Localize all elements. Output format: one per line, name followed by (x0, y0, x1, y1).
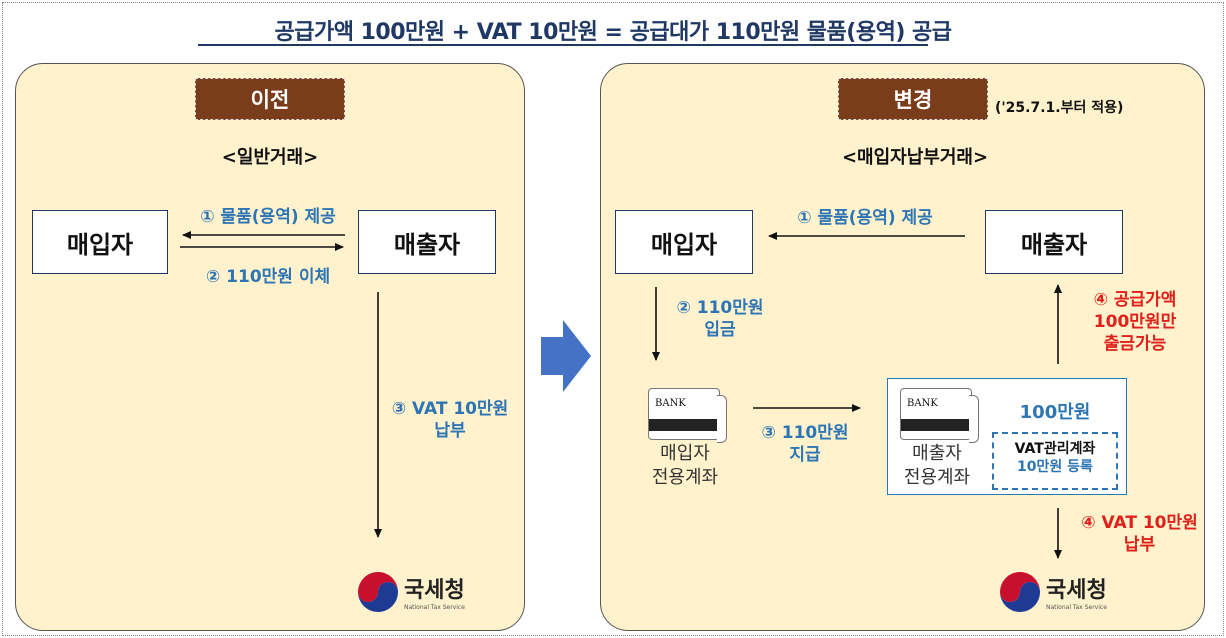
after-step4b-label: ④ VAT 10만원 납부 (1072, 512, 1207, 556)
seller-amount: 100만원 (1019, 402, 1091, 423)
before-step3-line2: 납부 (434, 421, 466, 442)
seller-account-label: 매출자 전용계좌 (882, 442, 992, 491)
before-tag: 이전 (195, 78, 345, 120)
seller-account-line1: 매출자 (912, 443, 962, 464)
nts-wordmark-before: 국세청 National Tax Service (404, 572, 504, 611)
after-step1-label: ① 물품(용역) 제공 (797, 208, 933, 228)
before-subtitle: <일반거래> (221, 147, 319, 168)
vat-management-account-box: VAT관리계좌 10만원 등록 (992, 432, 1118, 490)
before-step3-label: ③ VAT 10만원 납부 (380, 398, 520, 442)
seller-bank-card-icon: BANK (900, 388, 979, 443)
after-tag: 변경 (838, 78, 988, 120)
after-step4a-line3: 출금가능 (1103, 334, 1167, 355)
right-arrow-icon (541, 320, 591, 392)
after-step2-label: ② 110만원 입금 (665, 297, 775, 341)
before-seller-box: 매출자 (358, 210, 496, 274)
after-step4a-label: ④ 공급가액 100만원만 출금가능 (1070, 289, 1200, 355)
buyer-bank-card-icon: BANK (648, 388, 727, 443)
nts-logo-icon (357, 571, 399, 613)
buyer-account-label: 매입자 전용계좌 (625, 442, 745, 491)
nts-logo-icon (999, 571, 1041, 613)
before-step2-label: ② 110만원 이체 (205, 267, 331, 287)
after-effective-note: ('25.7.1.부터 적용) (995, 100, 1124, 116)
seller-bank-fold (969, 395, 979, 443)
nts-english: National Tax Service (404, 604, 465, 611)
nts-name: 국세청 (404, 578, 465, 603)
buyer-bank-label: BANK (655, 398, 686, 409)
seller-account-line2: 전용계좌 (903, 467, 971, 489)
seller-bank-label: BANK (907, 398, 938, 409)
after-buyer-box: 매입자 (615, 210, 753, 274)
after-step4b-line2: 납부 (1123, 535, 1156, 556)
after-step3-line2: 지급 (789, 445, 821, 466)
after-panel (600, 63, 1205, 631)
nts-english: National Tax Service (1046, 604, 1107, 611)
vat-account-line2: 10만원 등록 (1017, 459, 1093, 476)
after-step2-line1: ② 110만원 (676, 298, 764, 318)
buyer-account-line2: 전용계좌 (651, 467, 719, 489)
before-buyer-box: 매입자 (32, 210, 168, 274)
before-step1-label: ① 물품(용역) 제공 (200, 207, 336, 227)
before-panel (15, 63, 525, 631)
after-seller-box: 매출자 (985, 210, 1123, 274)
seller-bank-stripe (901, 419, 971, 431)
after-step4b-line1: ④ VAT 10만원 (1081, 513, 1198, 533)
before-step3-line1: ③ VAT 10만원 (391, 399, 509, 419)
vat-account-line1: VAT관리계좌 (1014, 441, 1096, 457)
after-step3-label: ③ 110만원 지급 (745, 422, 865, 466)
buyer-bank-fold (717, 395, 727, 443)
buyer-account-line1: 매입자 (660, 443, 710, 464)
buyer-bank-stripe (649, 419, 719, 431)
after-step2-line2: 입금 (704, 320, 736, 341)
nts-wordmark-after: 국세청 National Tax Service (1046, 572, 1146, 611)
after-step4a-line1: ④ 공급가액 (1093, 290, 1177, 310)
title-underline (198, 44, 928, 46)
after-subtitle: <매입자납부거래> (841, 147, 989, 168)
page-title: 공급가액 100만원 + VAT 10만원 = 공급대가 110만원 물품(용역… (274, 20, 952, 45)
after-step4a-line2: 100만원만 (1093, 312, 1177, 333)
nts-name: 국세청 (1046, 578, 1107, 603)
after-step3-line1: ③ 110만원 (761, 423, 849, 443)
